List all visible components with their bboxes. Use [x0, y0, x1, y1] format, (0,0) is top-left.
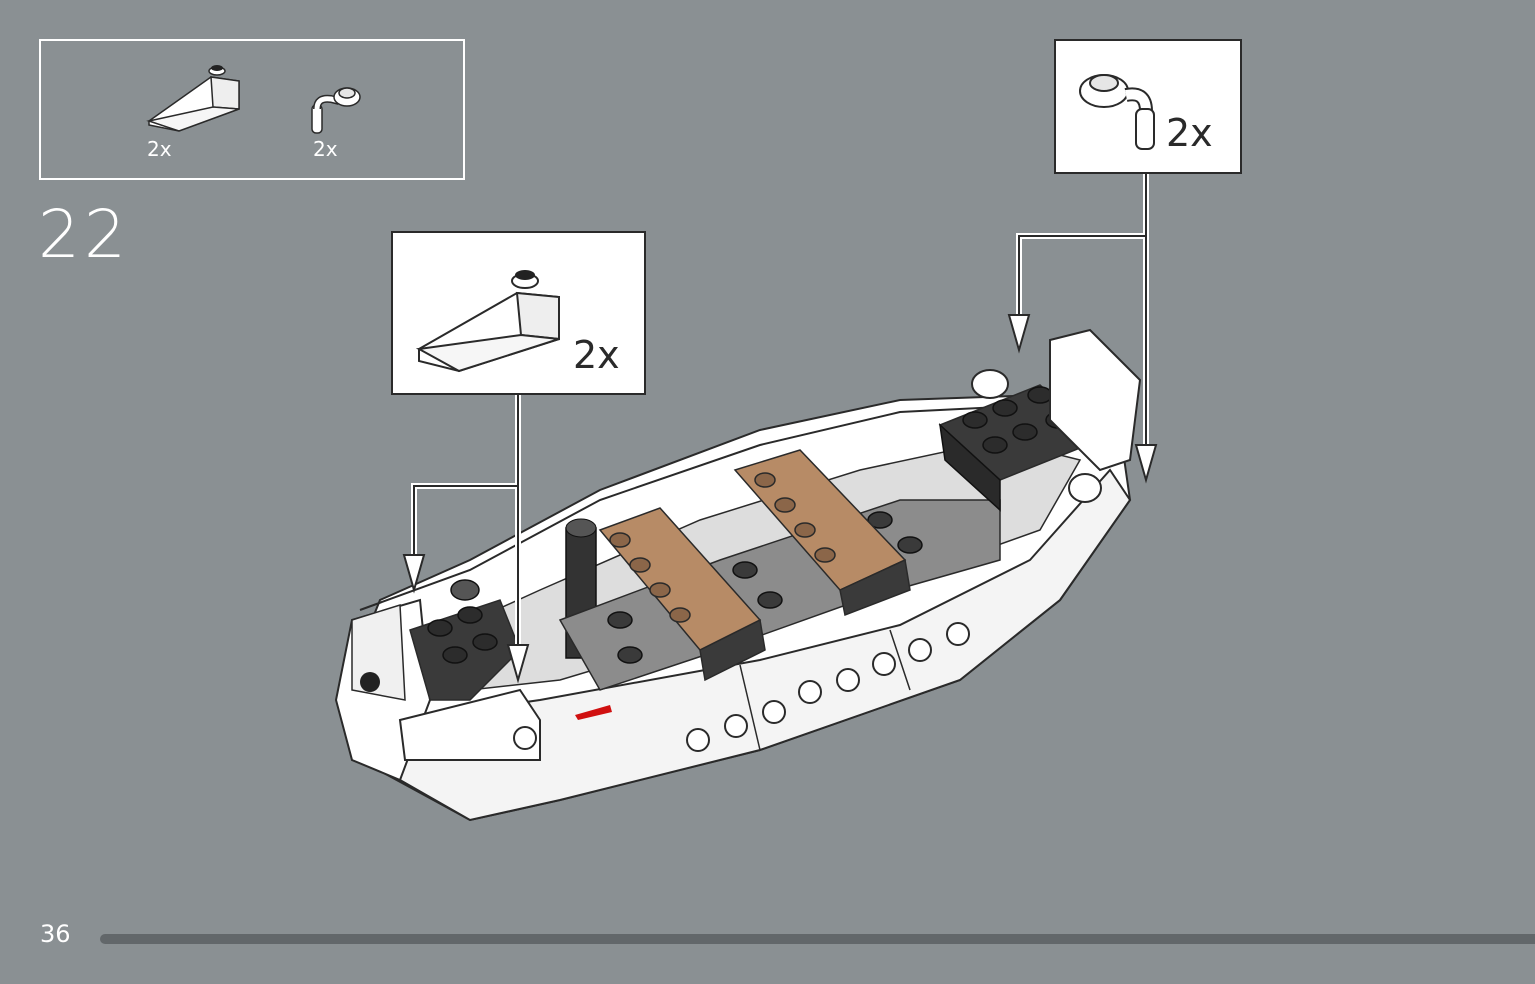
parts-list-qty: 2x [147, 137, 172, 161]
white-bar-clip-icon [311, 87, 361, 134]
callout-qty: 2x [573, 333, 620, 377]
callout-qty: 2x [1166, 111, 1213, 155]
white-bar-clip-icon [1079, 74, 1155, 150]
step-number: 22 [38, 196, 130, 273]
progress-bar [100, 934, 1535, 944]
parts-list-item-clip: 2x [309, 71, 389, 171]
callout-box-clip: 2x [1054, 39, 1242, 174]
parts-list-qty: 2x [313, 137, 338, 161]
callout-box-slope: 2x [391, 231, 646, 395]
parts-list-item-slope: 2x [141, 59, 251, 169]
white-slope-brick-icon [415, 270, 560, 373]
parts-list-box: 2x 2x [39, 39, 465, 180]
white-slope-brick-icon [146, 65, 240, 132]
page-number: 36 [40, 920, 71, 948]
